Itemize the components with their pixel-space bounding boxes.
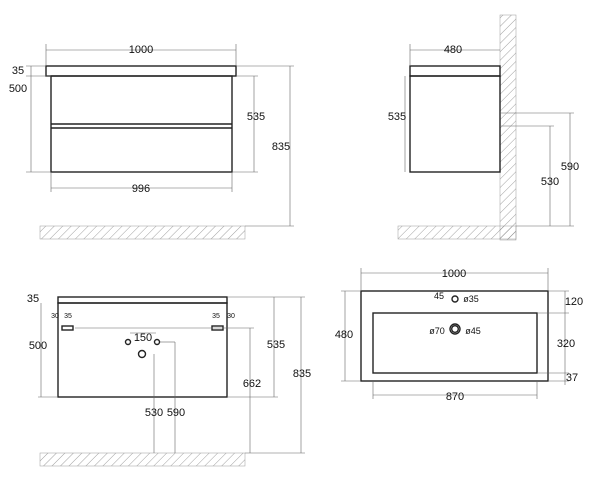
cabinet-back [57,302,228,398]
dim-pipe-upper: 590 [561,161,579,173]
dim-top-width: 1000 [129,44,153,56]
basin-outline [360,290,549,382]
dim-drain-height: 530 [145,407,163,419]
dim-bowl-width: 870 [446,391,464,403]
dim-hole-spacing: 150 [134,332,152,344]
dim-pipe-lower: 530 [541,176,559,188]
drain-hole [137,349,147,359]
dim-bracket-offset-left: 30 [51,313,59,320]
drain-outer [449,323,461,335]
dim-bowl-depth: 320 [557,338,575,350]
dim-front-edge: 37 [566,372,578,384]
dim-height: 535 [388,111,406,123]
dim-bracket-height: 662 [243,378,261,390]
dim-side-height: 535 [267,339,285,351]
dim-top-thickness: 35 [27,293,39,305]
dim-tap-offset: 45 [434,291,444,301]
dim-depth: 480 [444,44,462,56]
wall-hatch [499,14,517,241]
side-view: 480 535 590 530 [388,14,579,241]
floor-hatch [39,452,246,467]
floor-hatch [397,225,517,240]
dim-depth: 480 [335,329,353,341]
dim-bracket-width-right: 35 [212,313,220,320]
dim-drain-outer: ø70 [429,326,445,336]
dim-tap-hole: ø35 [463,294,479,304]
tap-hole [451,295,459,303]
dim-total-height: 835 [272,141,290,153]
countertop [45,65,237,77]
dim-total-height: 835 [293,368,311,380]
floor-hatch [39,225,246,240]
dim-top-thickness: 35 [12,65,24,77]
cabinet-side [409,75,501,173]
dim-width: 1000 [442,268,466,280]
dim-side-height: 535 [247,111,265,123]
dim-bracket-offset-right: 30 [227,313,235,320]
dim-body-height: 500 [29,340,47,352]
dim-drain-inner: ø45 [465,326,481,336]
dim-back-edge: 120 [565,296,583,308]
dim-water-height: 590 [167,407,185,419]
dim-body-height: 500 [9,83,27,95]
dim-bottom-width: 996 [132,183,150,195]
dim-bracket-width-left: 35 [64,313,72,320]
bracket-left [61,325,74,331]
back-view: 35 500 30 35 35 30 150 530 590 662 535 8… [27,293,311,467]
front-view: 1000 35 500 535 835 996 [9,44,294,240]
bowl-outline [372,312,538,374]
top-view: 1000 480 120 320 37 870 45 ø35 ø70 ø45 [335,268,583,403]
